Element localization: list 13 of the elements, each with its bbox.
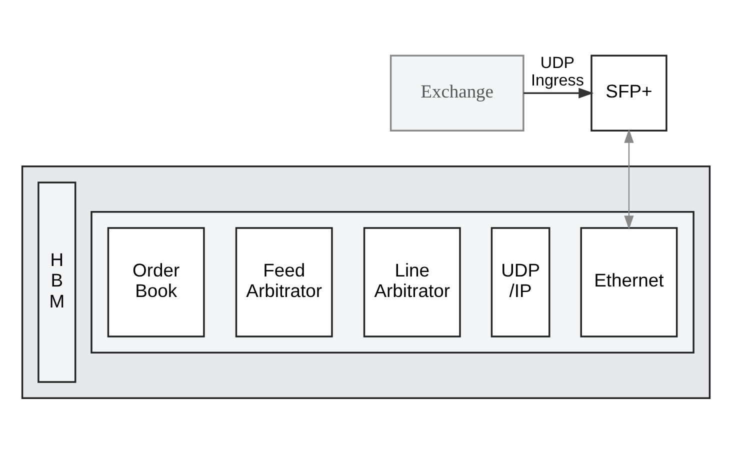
node-box: Ethernet xyxy=(580,226,678,337)
node-box: Line Arbitrator xyxy=(363,226,461,337)
node-box: H B M xyxy=(38,181,76,382)
node-box: Order Book xyxy=(107,226,205,337)
arrow xyxy=(624,128,634,229)
arrow xyxy=(524,87,594,98)
cluster xyxy=(90,210,694,353)
cluster xyxy=(21,164,711,399)
node-box: Feed Arbitrator xyxy=(235,226,333,337)
edge-label: UDP Ingress xyxy=(531,53,584,89)
node-box: Exchange xyxy=(390,54,524,131)
node-box: UDP /IP xyxy=(490,226,550,337)
node-box: SFP+ xyxy=(590,54,668,131)
